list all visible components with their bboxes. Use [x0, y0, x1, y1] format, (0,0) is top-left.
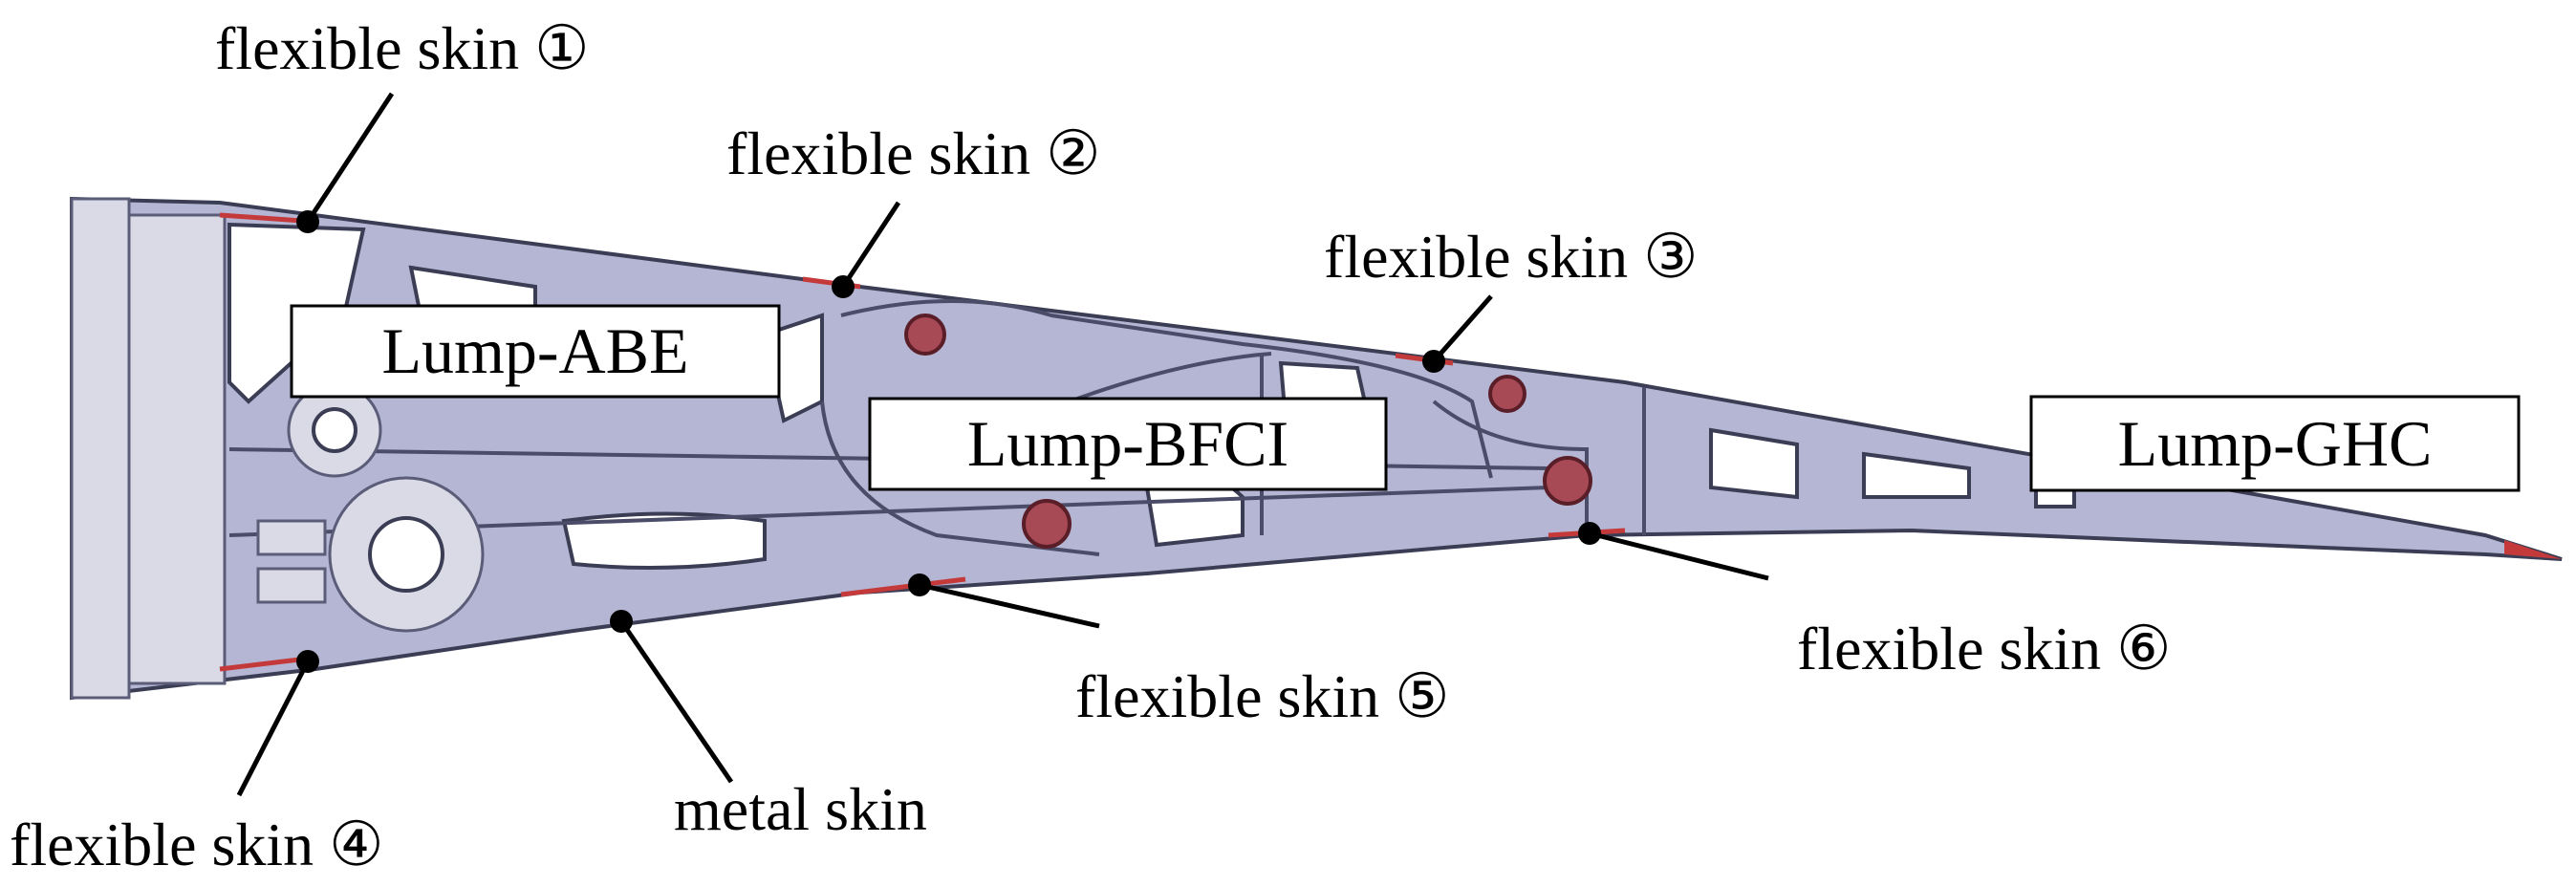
callout-flexible-skin-3: flexible skin ③ — [1324, 223, 1699, 291]
label-lump-ghc-text: Lump-GHC — [2118, 407, 2433, 480]
front-fitting — [70, 197, 131, 700]
callout-flexible-skin-5: flexible skin ⑤ — [1075, 662, 1450, 730]
callout-flexible-skin-1: flexible skin ① — [215, 14, 590, 82]
front-spar — [127, 213, 227, 685]
callout-flexible-skin-4: flexible skin ④ — [10, 811, 384, 878]
bolt-3 — [1543, 456, 1592, 506]
bolts — [904, 314, 1592, 549]
label-lump-bfci-text: Lump-BFCI — [967, 407, 1288, 480]
bolt-4 — [1022, 499, 1072, 549]
label-lump-bfci: Lump-BFCI — [868, 397, 1388, 491]
tip-skin — [2504, 540, 2562, 559]
callout-flexible-skin-6: flexible skin ⑥ — [1797, 615, 2172, 682]
bolt-2 — [1488, 375, 1526, 413]
callout-metal-skin: metal skin — [674, 775, 927, 843]
label-lump-abe-text: Lump-ABE — [381, 314, 688, 387]
label-lump-abe: Lump-ABE — [290, 304, 781, 399]
callout-leaders — [236, 92, 1769, 797]
label-lump-ghc: Lump-GHC — [2029, 395, 2521, 492]
callout-flexible-skin-2: flexible skin ② — [726, 119, 1101, 187]
bolt-1 — [904, 314, 946, 356]
